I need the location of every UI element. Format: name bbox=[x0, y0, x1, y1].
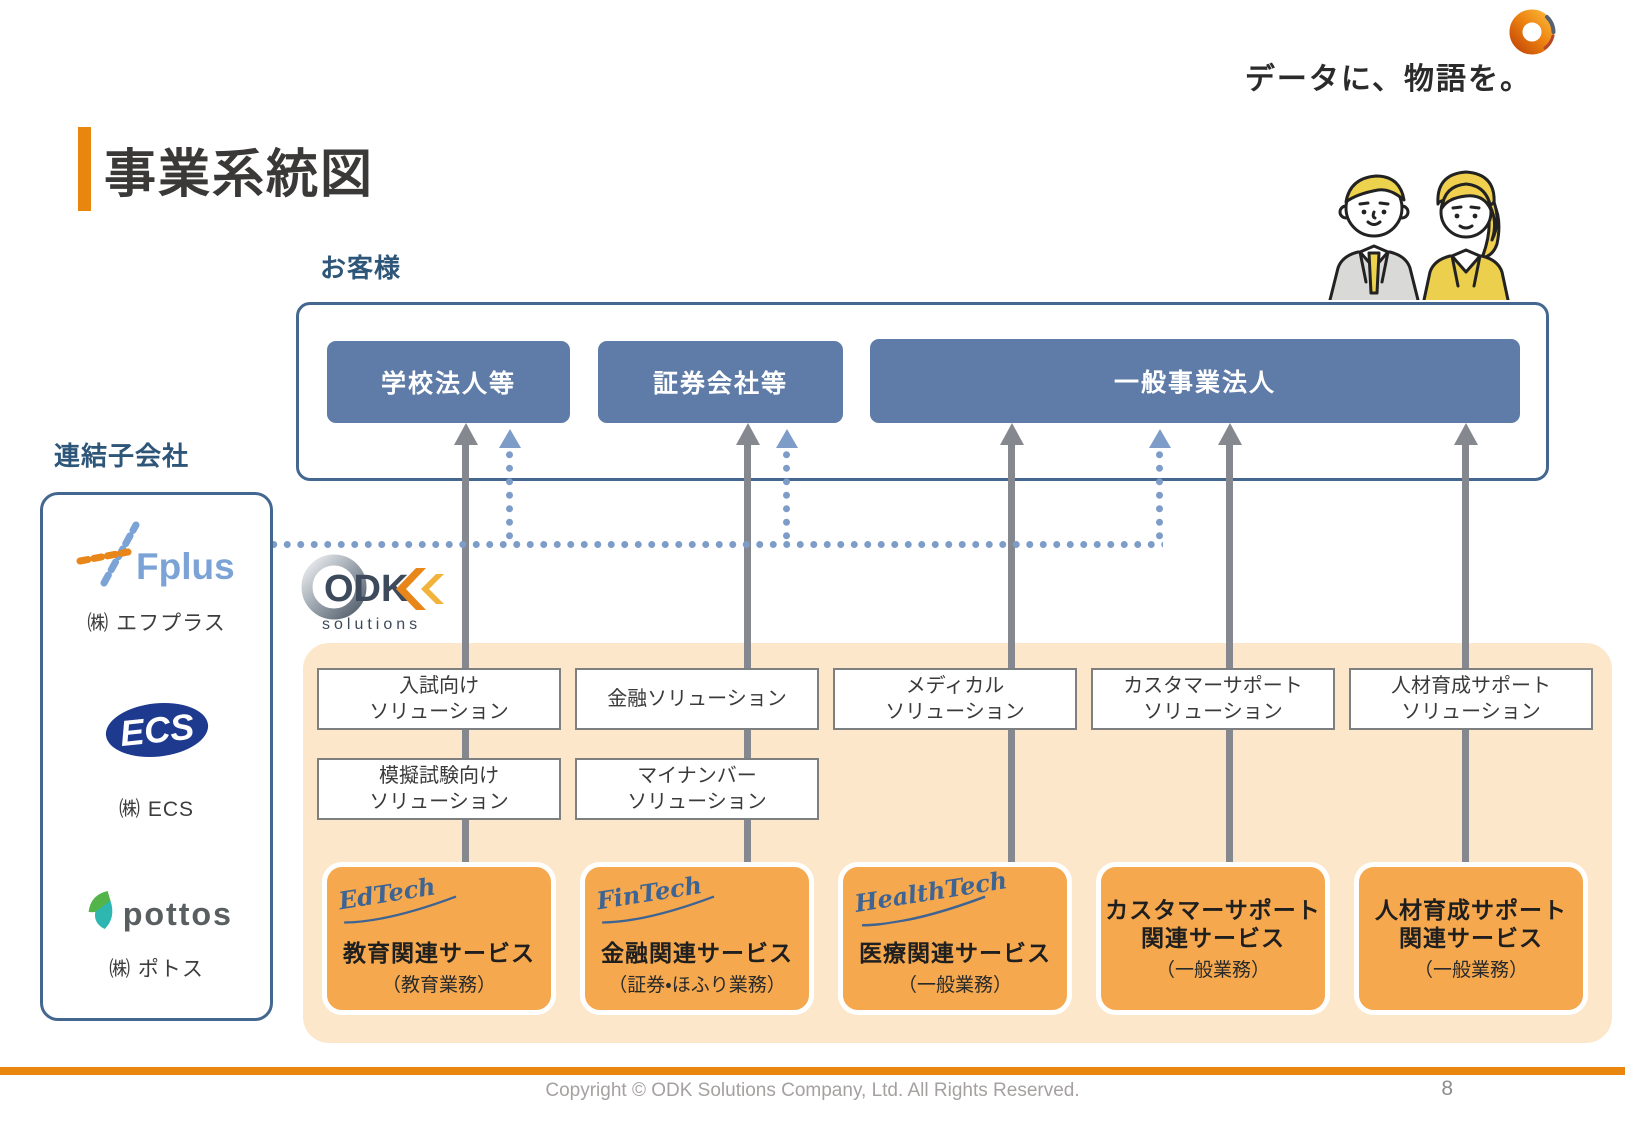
service-sub: （一般業務） bbox=[1155, 960, 1270, 981]
brand-tagline: データに、物語を。 bbox=[1244, 63, 1532, 96]
service-sub: （一般業務） bbox=[1413, 960, 1528, 981]
solution-box-mock-exam: 模擬試験向け ソリューション bbox=[317, 758, 561, 820]
flow-arrowhead-education bbox=[454, 423, 478, 445]
odk-donut-logo-icon bbox=[1509, 9, 1556, 55]
service-name: 金融関連サービス bbox=[601, 940, 793, 967]
copyright-text: Copyright © ODK Solutions Company, Ltd. … bbox=[545, 1080, 1080, 1101]
service-sub: （証券・ほふり業務） bbox=[608, 975, 786, 996]
customer-box-securities: 証券会社等 bbox=[598, 341, 843, 423]
subsidiaries-label: 連結子会社 bbox=[54, 441, 190, 471]
ecs-name: ㈱ ECS bbox=[118, 798, 194, 821]
flow-arrowhead-medical bbox=[1000, 423, 1024, 445]
odk-logo-sub-text: solutions bbox=[322, 616, 421, 633]
service-box-hr-development: 人材育成サポート 関連サービス （一般業務） bbox=[1354, 862, 1588, 1015]
healthtech-label: HealthTech bbox=[853, 865, 1011, 929]
service-box-customer-support: カスタマーサポート 関連サービス （一般業務） bbox=[1096, 862, 1330, 1015]
flow-arrow-medical bbox=[1008, 444, 1015, 864]
odk-logo-text: ODK bbox=[324, 568, 409, 610]
flow-arrow-hr bbox=[1462, 444, 1469, 864]
page-number: 8 bbox=[1441, 1077, 1453, 1100]
service-name: カスタマーサポート 関連サービス bbox=[1105, 896, 1321, 952]
subsidiary-dotted-branch-2 bbox=[782, 448, 791, 545]
flow-arrow-customer-support bbox=[1226, 444, 1233, 864]
customers-illustration bbox=[1328, 170, 1510, 300]
subsidiary-dotted-arrowhead-2 bbox=[776, 429, 798, 448]
solution-box-mynumber: マイナンバー ソリューション bbox=[575, 758, 819, 820]
ecs-logo-text: ECS bbox=[117, 706, 195, 755]
edtech-label: EdTech bbox=[337, 868, 462, 926]
fintech-swoosh bbox=[602, 895, 715, 924]
customers-label: お客様 bbox=[320, 253, 402, 283]
service-box-finance: FinTech 金融関連サービス （証券・ほふり業務） bbox=[580, 862, 814, 1015]
fplus-logo-text: Fplus bbox=[136, 546, 235, 587]
odk-solutions-logo: ODK solutions bbox=[301, 554, 444, 633]
solution-box-customer-support: カスタマーサポート ソリューション bbox=[1091, 668, 1335, 730]
subsidiary-dotted-branch-3 bbox=[1155, 448, 1164, 545]
healthtech-swoosh bbox=[862, 895, 986, 927]
service-name: 人材育成サポート 関連サービス bbox=[1375, 896, 1567, 952]
flow-arrowhead-customer-support bbox=[1218, 423, 1242, 445]
customer-box-schools: 学校法人等 bbox=[327, 341, 570, 423]
service-sub: （一般業務） bbox=[897, 975, 1012, 996]
fintech-label: FinTech bbox=[595, 868, 720, 926]
flow-arrowhead-finance bbox=[736, 423, 760, 445]
service-name: 医療関連サービス bbox=[859, 940, 1051, 967]
solution-box-entrance-exam: 入試向け ソリューション bbox=[317, 668, 561, 730]
service-sub: （教育業務） bbox=[381, 975, 496, 996]
service-name: 教育関連サービス bbox=[343, 940, 535, 967]
service-box-medical: HealthTech 医療関連サービス （一般業務） bbox=[838, 862, 1072, 1015]
pottos-name: ㈱ ポトス bbox=[109, 958, 204, 981]
footer-accent-bar bbox=[0, 1067, 1625, 1075]
fplus-logo: Fplus bbox=[43, 517, 270, 594]
ecs-logo: ECS bbox=[43, 695, 270, 770]
pottos-logo-text: pottos bbox=[122, 896, 232, 932]
solution-box-medical: メディカル ソリューション bbox=[833, 668, 1077, 730]
customers-container bbox=[296, 302, 1549, 481]
page-title: 事業系統図 bbox=[104, 146, 375, 204]
fplus-name: ㈱ エフプラス bbox=[87, 612, 226, 635]
customer-box-general: 一般事業法人 bbox=[870, 339, 1520, 423]
flow-arrow-education bbox=[462, 444, 469, 864]
solution-box-hr-development: 人材育成サポート ソリューション bbox=[1349, 668, 1593, 730]
subsidiary-dotted-line bbox=[267, 540, 1163, 549]
subsidiary-dotted-arrowhead-3 bbox=[1149, 429, 1171, 448]
pottos-logo: pottos bbox=[43, 883, 270, 944]
edtech-swoosh bbox=[344, 895, 457, 924]
title-accent-bar bbox=[78, 127, 91, 211]
subsidiaries-container: Fplus ㈱ エフプラス ECS ㈱ ECS pottos ㈱ ポトス bbox=[40, 492, 273, 1021]
subsidiary-dotted-arrowhead-1 bbox=[499, 429, 521, 448]
flow-arrow-finance bbox=[744, 444, 751, 864]
flow-arrowhead-hr bbox=[1454, 423, 1478, 445]
subsidiary-dotted-branch-1 bbox=[505, 448, 514, 545]
solution-box-finance: 金融ソリューション bbox=[575, 668, 819, 730]
service-box-education: EdTech 教育関連サービス （教育業務） bbox=[322, 862, 556, 1015]
